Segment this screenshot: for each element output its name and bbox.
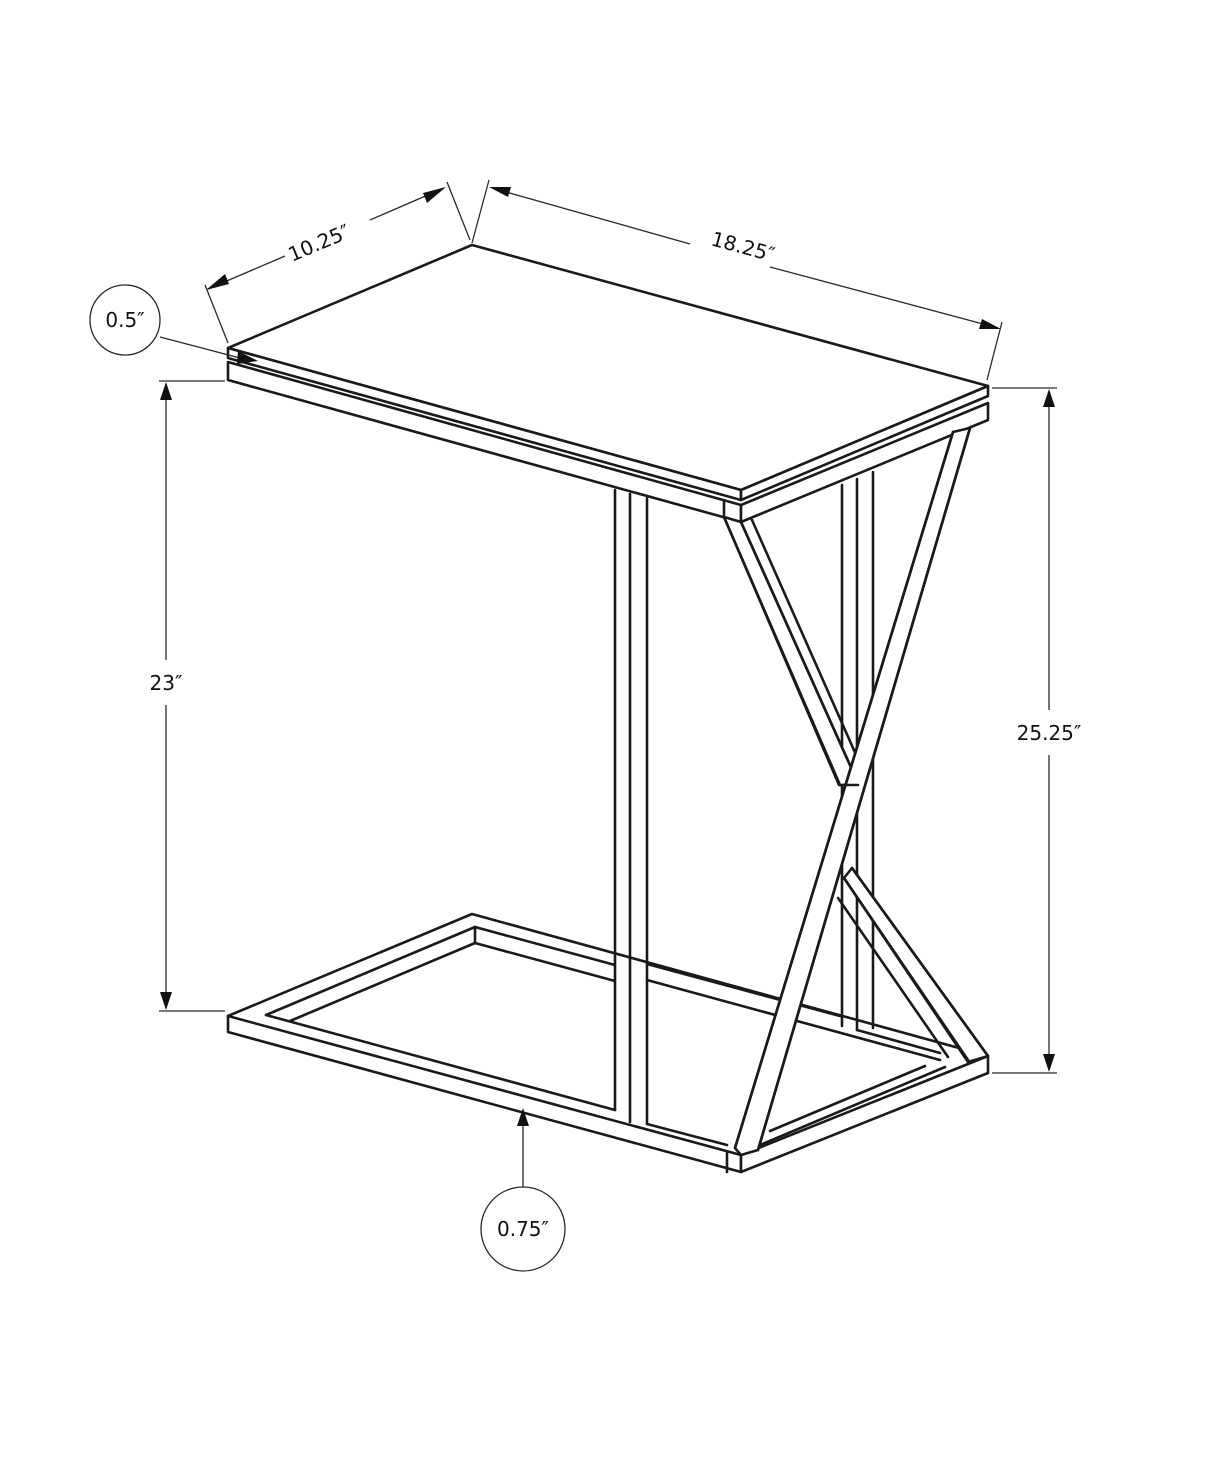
- back-left-post: [613, 488, 649, 1126]
- base-thickness-callout: 0.75″: [480, 1108, 566, 1272]
- total-height-dimension: 25.25″: [992, 387, 1082, 1074]
- depth-label: 10.25″: [285, 219, 354, 266]
- x-frame-legs: [722, 426, 990, 1157]
- width-label: 18.25″: [709, 227, 778, 267]
- base-frame: [226, 912, 990, 1174]
- top-thickness-label: 0.5″: [105, 308, 144, 332]
- top-thickness-callout: 0.5″: [89, 284, 258, 364]
- table-top: [226, 243, 990, 524]
- clearance-height-label: 23″: [150, 671, 183, 695]
- total-height-label: 25.25″: [1017, 721, 1082, 745]
- base-thickness-label: 0.75″: [497, 1217, 549, 1241]
- clearance-height-dimension: 23″: [150, 380, 225, 1012]
